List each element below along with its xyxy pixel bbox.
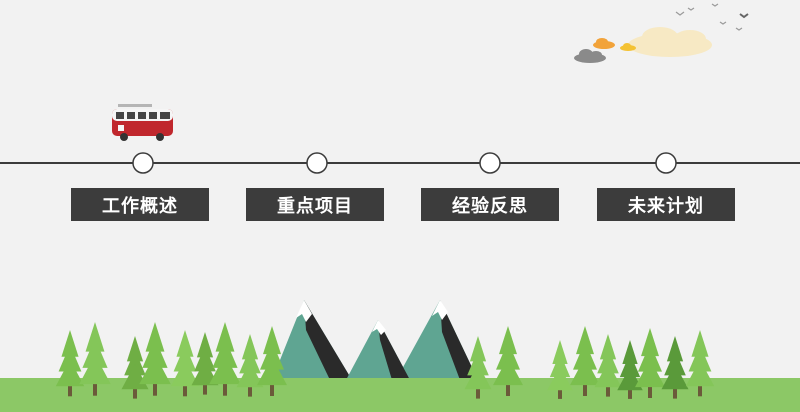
bird-icon (687, 7, 695, 11)
tree-icon (191, 332, 219, 395)
tree-icon (570, 326, 600, 396)
timeline-node-4[interactable] (655, 152, 677, 174)
bus-icon (112, 104, 173, 141)
bird-icon (675, 11, 685, 16)
cloud-icon (620, 43, 636, 51)
timeline-node-2[interactable] (306, 152, 328, 174)
bird-flock (675, 3, 749, 31)
tree-icon (493, 326, 523, 396)
tree-icon (236, 334, 264, 397)
cloud-icon (574, 49, 606, 63)
mountain-icon (346, 320, 410, 380)
tree-icon (55, 330, 85, 397)
mountain-icon (396, 300, 478, 380)
forest (55, 322, 715, 399)
tree-icon (257, 326, 287, 396)
cloud-group (574, 27, 712, 63)
timeline-node-3[interactable] (479, 152, 501, 174)
menu-button-key-projects[interactable]: 重点项目 (246, 188, 384, 221)
bird-icon (735, 27, 743, 31)
tree-icon (685, 330, 715, 397)
tree-icon (594, 334, 622, 397)
menu-button-overview[interactable]: 工作概述 (71, 188, 209, 221)
cloud-icon (593, 38, 615, 49)
bird-icon (711, 3, 719, 7)
timeline-node-1[interactable] (132, 152, 154, 174)
tree-icon (661, 336, 689, 399)
tree-icon (547, 340, 573, 399)
tree-icon (635, 328, 665, 398)
menu-button-future-plan[interactable]: 未来计划 (597, 188, 735, 221)
mountain-icon (272, 300, 352, 380)
tree-icon (464, 336, 492, 399)
tree-icon (139, 322, 171, 396)
bird-icon (719, 21, 727, 25)
tree-icon (617, 340, 643, 399)
menu-button-reflection[interactable]: 经验反思 (421, 188, 559, 221)
cloud-icon (628, 27, 712, 57)
tree-icon (209, 322, 241, 396)
bird-icon (739, 13, 749, 19)
mountain-range (272, 300, 478, 380)
tree-icon (79, 322, 111, 396)
tree-icon (170, 330, 200, 397)
